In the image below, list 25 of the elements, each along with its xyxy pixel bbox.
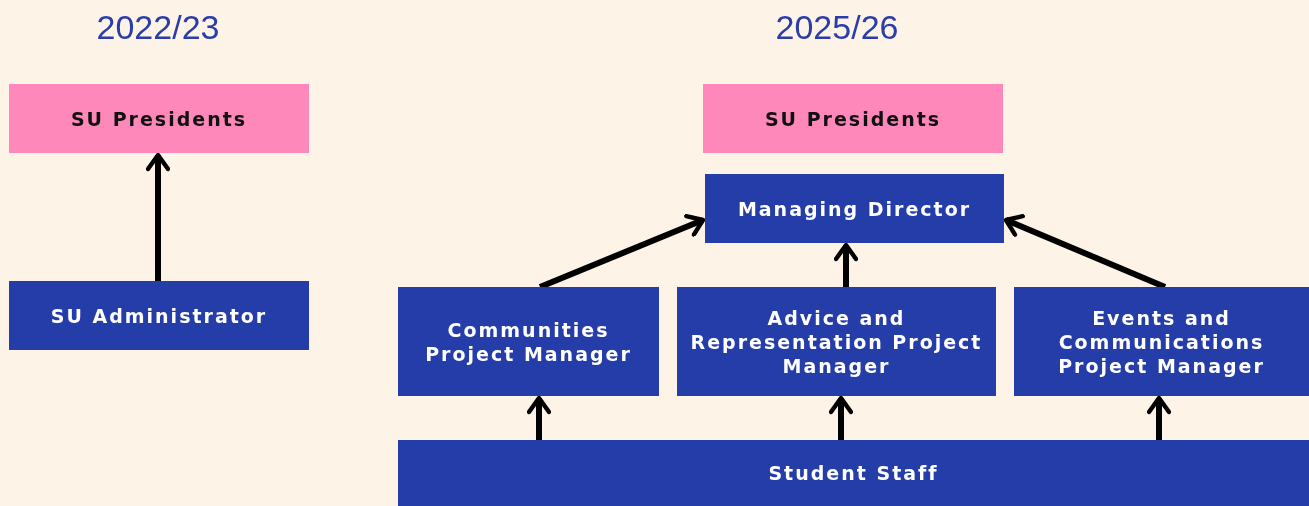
arrow (1003, 214, 1167, 290)
role-box (9, 84, 309, 153)
arrow (145, 152, 171, 281)
role-box (677, 287, 996, 396)
arrow (833, 242, 859, 287)
arrow (526, 395, 552, 440)
role-title: SU Administrator (50, 303, 268, 328)
role-box (705, 174, 1004, 243)
role-title: Student Staff (768, 461, 939, 485)
year-heading: 2025/26 (775, 8, 899, 47)
arrow (538, 213, 706, 290)
role-box (9, 281, 309, 350)
role-title: SU Presidents (70, 106, 248, 131)
role-box (398, 287, 659, 396)
arrow (828, 395, 854, 440)
arrow (1146, 395, 1172, 440)
role-title: Communities Project Manager (424, 317, 633, 366)
role-title: Advice and Representation Project Manager (689, 305, 984, 378)
role-title: Managing Director (737, 196, 972, 221)
role-box (703, 84, 1003, 153)
year-heading: 2022/23 (96, 8, 220, 47)
role-title: SU Presidents (764, 106, 942, 131)
role-title: Events and Communications Project Manager (1057, 305, 1266, 378)
role-box (1014, 287, 1309, 396)
role-box (398, 440, 1309, 506)
